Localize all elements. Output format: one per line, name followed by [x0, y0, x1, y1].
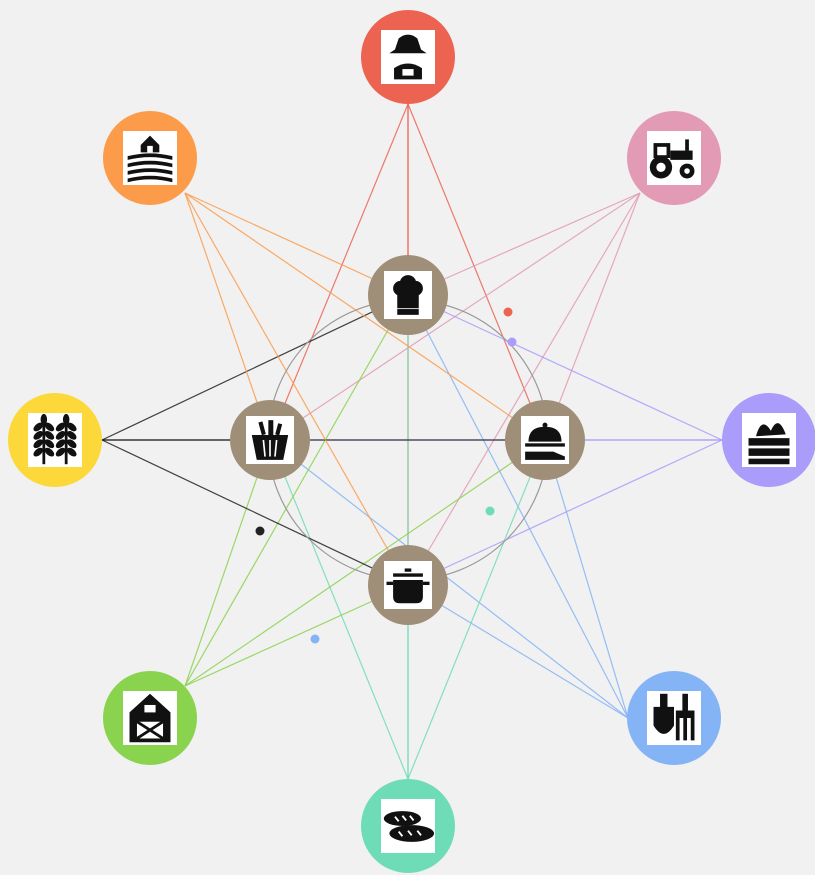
- edge-farmhouse-cloche: [184, 192, 546, 441]
- chef-hat-icon: [393, 275, 423, 315]
- edge-barn-chef: [184, 294, 409, 687]
- edge-layer: [101, 103, 723, 780]
- edge-crate-pot: [407, 439, 723, 586]
- edge-tools-cloche: [544, 439, 629, 719]
- junction-dot-layer: [255, 307, 517, 644]
- cooking-pot-icon: [386, 568, 430, 604]
- edge-crate-chef: [407, 294, 723, 441]
- barn-node: [103, 671, 197, 765]
- edge-farmer-cloche: [407, 103, 546, 441]
- edge-tractor-pot: [407, 192, 641, 586]
- edge-wheat-pot: [101, 439, 409, 586]
- edge-wheat-chef: [101, 294, 409, 441]
- tractor-node: [627, 111, 721, 205]
- node-layer: [8, 10, 815, 873]
- basket-node: [230, 400, 310, 480]
- edge-farmhouse-basket: [184, 192, 271, 441]
- grocery-basket-icon: [251, 420, 289, 460]
- bread-icon: [383, 811, 435, 842]
- bread-node: [361, 779, 455, 873]
- junction-dot-bread: [485, 506, 495, 516]
- serving-cloche-icon: [525, 422, 565, 460]
- edge-tools-pot: [407, 584, 629, 719]
- wheat-node: [8, 393, 102, 487]
- edge-bread-cloche: [407, 439, 546, 780]
- junction-dot-wheat: [255, 526, 265, 536]
- edge-tools-basket: [269, 439, 629, 719]
- tractor-icon: [649, 139, 695, 179]
- edge-barn-basket: [184, 439, 271, 687]
- farmhouse-icon: [127, 135, 173, 183]
- farmer-node: [361, 10, 455, 104]
- pot-node: [368, 545, 448, 625]
- farmhouse-node: [103, 111, 197, 205]
- junction-dot-farmer: [503, 307, 513, 317]
- junction-dot-tools: [310, 634, 320, 644]
- garden-tools-icon: [653, 693, 695, 741]
- produce-crate-icon: [748, 423, 790, 465]
- tools-node: [627, 671, 721, 765]
- junction-dot-crate: [507, 337, 517, 347]
- cloche-node: [505, 400, 585, 480]
- edge-tractor-cloche: [544, 192, 641, 441]
- edge-farmhouse-chef: [184, 192, 409, 296]
- farmer-icon: [389, 34, 427, 80]
- edge-barn-pot: [184, 584, 409, 687]
- edge-barn-cloche: [184, 439, 546, 687]
- edge-farmhouse-pot: [184, 192, 409, 586]
- chef-node: [368, 255, 448, 335]
- barn-icon: [129, 693, 171, 743]
- crate-node: [722, 393, 815, 487]
- edge-tractor-chef: [407, 192, 641, 296]
- wheat-icon: [33, 413, 77, 465]
